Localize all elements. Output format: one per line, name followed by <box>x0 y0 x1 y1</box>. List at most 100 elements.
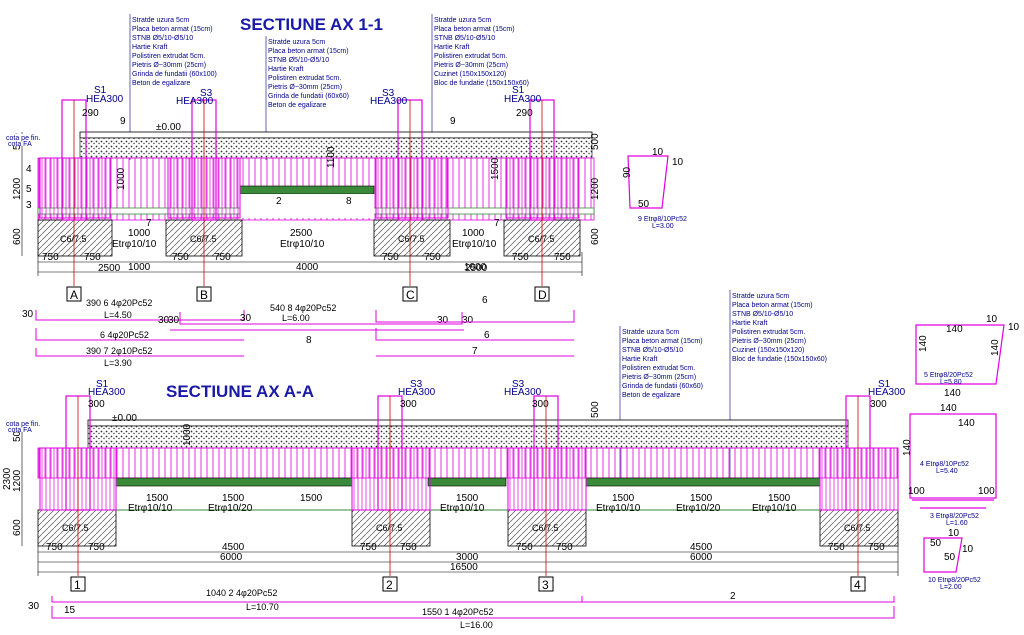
vdim-600r: 600 <box>590 228 601 245</box>
mark-2: 2 <box>276 196 282 207</box>
d300-d: 300 <box>870 399 887 410</box>
s3-label-b: S3 <box>382 88 395 99</box>
note-b-4: Hartie Kraft <box>732 320 767 327</box>
dimlines-1 <box>37 252 583 276</box>
dd-0: 750 <box>46 542 63 553</box>
bar1-l3: 540 8 4φ20Pc52 <box>270 303 336 313</box>
etr2-2: Etrφ10/20 <box>208 503 253 514</box>
st2-label: 5 Etrφ8/20Pc52 <box>924 372 973 379</box>
vdim2-500: 500 <box>12 425 23 442</box>
note-a-5: Polistiren extrudat 5cm. <box>622 365 695 372</box>
d2-2: 4000 <box>296 262 319 273</box>
s3-2b: S3 <box>512 379 525 390</box>
vdim2-600: 600 <box>12 519 23 536</box>
bar1-n6b: 6 <box>484 330 490 341</box>
section-1-title: SECTIUNE AX 1-1 <box>240 15 383 34</box>
note-mid-1: Stratde uzura 5cm <box>268 39 325 46</box>
dimlines-2 <box>37 546 899 576</box>
etr2-5: Etrφ10/20 <box>676 503 721 514</box>
footings-2: C6/7.5 C6/7.5 C6/7.5 C6/7.5 <box>37 509 899 547</box>
note-left-7: Grinda de fundatii (60x100) <box>132 71 217 78</box>
dd-8: 750 <box>828 542 845 553</box>
note-mid-7: Grinda de fundatii (60x60) <box>268 93 349 100</box>
note-left-1: Stratde uzura 5cm <box>132 17 189 24</box>
note-right-4: Hartie Kraft <box>434 44 469 51</box>
etr2-1: Etrφ10/10 <box>128 503 173 514</box>
s2-1500g: 1500 <box>768 493 791 504</box>
st2-d: 140 <box>918 335 929 352</box>
st1-label: 9 Etrφ8/10Pc52 <box>638 216 687 223</box>
axis-B: B <box>200 288 208 302</box>
mark-7b: 7 <box>494 218 500 229</box>
note-right-8: Bloc de fundatie (150x150x60) <box>434 80 529 87</box>
d1-0: 750 <box>42 252 59 263</box>
vdim2-2300: 2300 <box>2 467 13 490</box>
st2-e: 140 <box>990 339 1001 356</box>
bar1-30e: 30 <box>158 315 170 326</box>
mark-4: 4 <box>26 164 32 175</box>
d1-6: 750 <box>512 252 529 263</box>
bar1-n7: 7 <box>472 346 478 357</box>
note-b-7: Cuzinet (150x150x120) <box>732 347 804 354</box>
st4-c: 10 <box>948 528 960 539</box>
level-2: ±0.00 <box>112 413 137 424</box>
st2-b: 10 <box>986 314 998 325</box>
cc-1a: C6/7.5 <box>60 234 87 244</box>
bar1-30f: 30 <box>168 315 180 326</box>
bar2-15: 15 <box>64 605 76 616</box>
cc-1c: C6/7.5 <box>398 234 425 244</box>
d290-a: 290 <box>82 108 99 119</box>
dd-6: 750 <box>556 542 573 553</box>
note-b-3: STNB Ø5/10-Ø5/10 <box>732 311 793 318</box>
beam-mid-1 <box>239 185 375 195</box>
bar1-30a: 30 <box>22 309 34 320</box>
level-1: ±0.00 <box>156 122 181 133</box>
dr2-2: 6000 <box>690 552 713 563</box>
vdim-1100: 1100 <box>326 146 337 168</box>
bar1-n6: 6 <box>482 295 488 306</box>
axes-2: 1 2 3 4 <box>70 396 866 592</box>
s1-2a: S1 <box>96 379 109 390</box>
gravel-2 <box>87 425 849 449</box>
notes-right: Stratde uzura 5cm Placa beton armat (15c… <box>431 14 529 160</box>
st1-b: 10 <box>672 157 684 168</box>
hea-a: HEA300 <box>86 94 124 105</box>
dd-1: 750 <box>88 542 105 553</box>
note-a-2: Placa beton armat (15cm) <box>622 338 703 345</box>
bar2-l1: 1040 2 4φ20Pc52 <box>206 588 277 598</box>
section-1-1: SECTIUNE AX 1-1 Stratde uzura 5cm Placa … <box>4 14 601 302</box>
bar1-l4: L=6.00 <box>282 313 310 323</box>
note-a-3: STNB Ø5/10-Ø5/10 <box>622 347 683 354</box>
hea-2a: HEA300 <box>88 387 126 398</box>
bar2-l4: L=16.00 <box>460 620 493 630</box>
cc-1d: C6/7.5 <box>528 234 555 244</box>
note-mid-5: Polistiren extrudat 5cm. <box>268 75 341 82</box>
note-b-6: Pietris Ø~30mm (25cm) <box>732 338 806 345</box>
vdim-1500: 1500 <box>490 157 501 180</box>
s2-1500c: 1500 <box>300 493 323 504</box>
dr2-1: 3000 <box>456 552 479 563</box>
s2-1500b: 1500 <box>222 493 245 504</box>
st3-c: 140 <box>902 439 913 456</box>
axis-A: A <box>70 288 78 302</box>
beam-2 <box>37 447 899 479</box>
dd-2: 4500 <box>222 542 245 553</box>
note-mid-3: STNB Ø5/10-Ø5/10 <box>268 57 329 64</box>
s2-1500e: 1500 <box>612 493 635 504</box>
bar1-30b: 30 <box>240 313 252 324</box>
axis-2: 2 <box>386 578 393 592</box>
mark-3: 3 <box>26 200 32 211</box>
bar1-l7: L=3.90 <box>104 358 132 368</box>
hea-2b: HEA300 <box>398 387 436 398</box>
vdim-1000: 1000 <box>116 167 127 190</box>
bar1-l5: 6 4φ20Pc52 <box>100 330 149 340</box>
st3-len: L=5.40 <box>936 468 958 475</box>
vdim2-500b: 500 <box>590 401 601 418</box>
d3-2: 2500 <box>465 263 488 274</box>
cc-2c: C6/7.5 <box>532 523 559 533</box>
st3-a: 140 <box>940 403 957 414</box>
hea-c: HEA300 <box>370 96 408 107</box>
d2-3: 1000 <box>464 262 487 273</box>
beam-band-2b <box>427 477 507 487</box>
